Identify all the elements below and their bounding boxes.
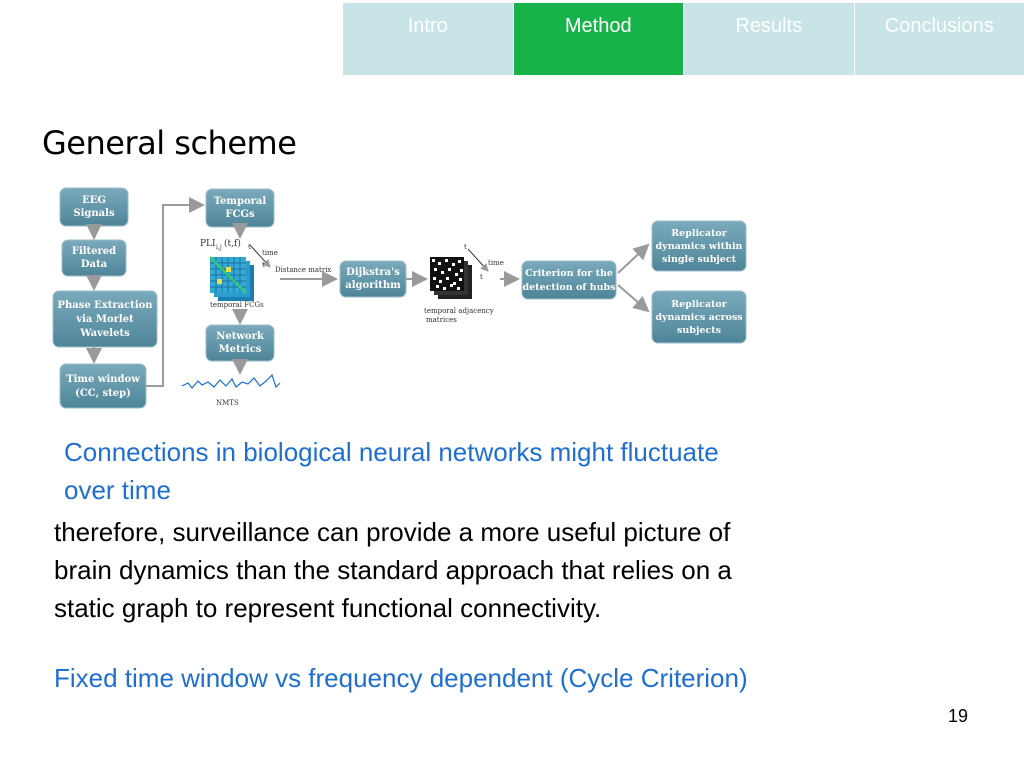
- box-label: algorithm: [345, 280, 401, 291]
- paragraph-surveillance-line2: brain dynamics than the standard approac…: [54, 555, 732, 585]
- box-label: Signals: [73, 208, 115, 219]
- general-scheme-diagram: EEG Signals Filtered Data Phase Extracti…: [52, 187, 747, 409]
- box-label: Data: [81, 259, 108, 270]
- box-label: Wavelets: [79, 328, 130, 339]
- box-label: Dijkstra's: [346, 267, 400, 278]
- box-replicator-across: Replicator dynamics across subjects: [651, 290, 747, 344]
- paragraph-surveillance: therefore, surveillance can provide a mo…: [54, 513, 732, 627]
- adjacency-label-line1: temporal adjacency: [424, 307, 494, 315]
- time-label-2: time: [488, 259, 504, 267]
- box-network-metrics: Network Metrics: [205, 324, 275, 362]
- box-label: via Morlet: [75, 314, 134, 325]
- tab-results[interactable]: Results: [683, 3, 854, 75]
- box-label: Filtered: [72, 246, 116, 257]
- time-label: time: [262, 249, 278, 257]
- tab-method[interactable]: Method: [512, 3, 683, 75]
- nmts-signal-trace: [181, 373, 281, 389]
- box-phase-extraction: Phase Extraction via Morlet Wavelets: [52, 290, 158, 348]
- box-label: dynamics across: [655, 312, 742, 323]
- tn-label: t: [262, 261, 265, 269]
- page-number: 19: [947, 706, 968, 726]
- pli-subscript: i,j: [216, 244, 222, 251]
- paragraph-surveillance-line1: therefore, surveillance can provide a mo…: [54, 517, 731, 547]
- box-dijkstra-algorithm: Dijkstra's algorithm: [339, 260, 407, 298]
- slide-title: General scheme: [42, 124, 297, 162]
- box-criterion-hubs: Criterion for the detection of hubs: [521, 260, 617, 300]
- tab-conclusions[interactable]: Conclusions: [853, 3, 1024, 75]
- box-label: detection of hubs: [523, 282, 616, 293]
- box-temporal-fcgs: Temporal FCGs: [205, 188, 275, 228]
- paragraph-surveillance-line3: static graph to represent functional con…: [54, 593, 602, 623]
- section-tabs: Intro Method Results Conclusions: [343, 3, 1024, 75]
- pli-argument: (t,f): [224, 238, 241, 249]
- box-label: Time window: [66, 374, 140, 385]
- box-label: Phase Extraction: [57, 300, 153, 311]
- distance-matrix-label: Distance matrix: [275, 266, 331, 274]
- tab-intro[interactable]: Intro: [343, 3, 513, 75]
- adjacency-label-line2: matrices: [426, 316, 457, 324]
- box-replicator-single: Replicator dynamics within single subjec…: [651, 220, 747, 272]
- box-label: dynamics within: [656, 241, 743, 252]
- box-label: subjects: [677, 325, 721, 336]
- temporal-adjacency-matrices: [430, 257, 472, 299]
- box-time-window: Time window (CC, step): [59, 363, 147, 409]
- t1-label: t: [248, 243, 251, 251]
- box-label: Replicator: [671, 299, 727, 310]
- pli-label: PLI: [200, 239, 216, 249]
- box-label: FCGs: [225, 209, 255, 220]
- paragraph-connections-line2: over time: [64, 475, 171, 505]
- paragraph-connections: Connections in biological neural network…: [64, 433, 719, 509]
- nmts-label: NMTS: [216, 399, 239, 407]
- box-label: Replicator: [671, 228, 727, 239]
- paragraph-fixed-window: Fixed time window vs frequency dependent…: [54, 663, 748, 693]
- box-label: Network: [216, 331, 265, 342]
- t1-label-2: t: [464, 243, 467, 251]
- temporal-fcgs-label: temporal FCGs: [210, 301, 264, 309]
- box-eeg-signals: EEG Signals: [59, 187, 129, 227]
- box-label: single subject: [662, 254, 737, 265]
- box-label: EEG: [82, 195, 106, 206]
- box-label: (CC, step): [75, 388, 131, 399]
- box-label: Metrics: [219, 344, 262, 355]
- box-label: Temporal: [214, 196, 267, 207]
- paragraph-connections-line1: Connections in biological neural network…: [64, 437, 719, 467]
- box-label: Criterion for the: [525, 268, 613, 279]
- temporal-fcg-matrices: [209, 256, 254, 301]
- tn-label-2: t: [480, 273, 483, 281]
- box-filtered-data: Filtered Data: [61, 239, 127, 277]
